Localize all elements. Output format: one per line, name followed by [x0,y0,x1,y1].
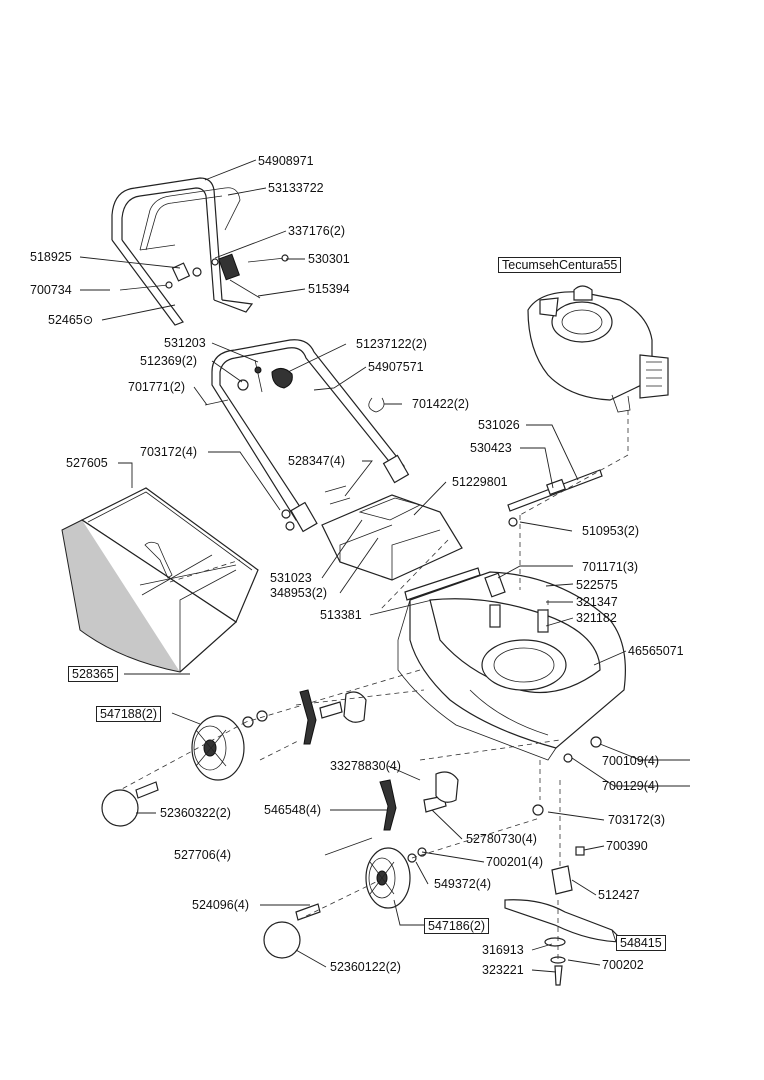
part-label-52360322: 52360322(2) [160,806,231,820]
part-label-51229801: 51229801 [452,475,508,489]
part-label-527706: 527706(4) [174,848,231,862]
part-label-527605: 527605 [66,456,108,470]
part-label-348953: 348953(2) [270,586,327,600]
part-label-531026: 531026 [478,418,520,432]
part-label-52360122: 52360122(2) [330,960,401,974]
part-label-321182: 321182 [576,611,617,625]
engine-model-label: TecumsehCentura55 [498,257,622,273]
part-label-528365: 528365 [68,666,118,682]
part-label-53133722: 53133722 [268,181,324,195]
upper-handle-drawing [111,177,289,326]
part-label-513381: 513381 [320,608,362,622]
engine-drawing [527,285,669,413]
part-label-548415: 548415 [616,935,666,951]
right-front-wheel-drawing [263,847,427,959]
leader-lines [79,159,690,973]
shaft-drawing [507,469,603,527]
part-label-700201: 700201(4) [486,855,543,869]
part-label-52780730: 52780730(4) [466,832,537,846]
part-label-701771: 701771(2) [128,380,185,394]
left-rear-wheel-drawing [101,710,268,827]
part-label-701171: 701171(3) [582,560,639,574]
part-label-51237122: 51237122(2) [356,337,427,351]
part-label-337176: 337176(2) [288,224,345,238]
grass-bag-drawing [61,487,259,673]
part-label-700390: 700390 [606,839,648,853]
part-label-522575: 522575 [576,578,618,592]
height-adjuster-drawing [299,689,459,831]
part-label-323221: 323221 [482,963,524,977]
part-label-530301: 530301 [308,252,350,266]
part-label-547188: 547188(2) [96,706,161,722]
part-label-531023: 531023 [270,571,312,585]
part-label-700734: 700734 [30,283,72,297]
part-label-549372: 549372(4) [434,877,491,891]
part-label-700109: 700109(4) [602,754,659,768]
part-label-528347: 528347(4) [288,454,345,468]
part-label-518925: 518925 [30,250,72,264]
part-label-531203: 531203 [164,336,206,350]
part-label-54907571: 54907571 [368,360,424,374]
part-label-54908971: 54908971 [258,154,314,168]
part-label-703172-4: 703172(4) [140,445,197,459]
part-label-524096: 524096(4) [192,898,249,912]
blade-drawing [504,736,626,986]
part-label-316913: 316913 [482,943,524,957]
part-label-547186: 547186(2) [424,918,489,934]
part-label-510953: 510953(2) [582,524,639,538]
part-label-700202: 700202 [602,958,644,972]
part-label-321347: 321347 [576,595,618,609]
part-label-33278830: 33278830(4) [330,759,401,773]
part-label-512369: 512369(2) [140,354,197,368]
part-label-530423: 530423 [470,441,512,455]
part-label-546548: 546548(4) [264,803,321,817]
part-label-52465: 52465⊙ [48,313,94,327]
part-label-701422: 701422(2) [412,397,469,411]
part-label-46565071: 46565071 [628,644,684,658]
part-label-703172-3: 703172(3) [608,813,665,827]
part-label-512427: 512427 [598,888,640,902]
part-label-515394: 515394 [308,282,350,296]
lower-handle-drawing [204,339,410,533]
assembly-dash-lines [119,410,629,960]
rear-flap-drawing [321,494,481,601]
part-label-700129: 700129(4) [602,779,659,793]
